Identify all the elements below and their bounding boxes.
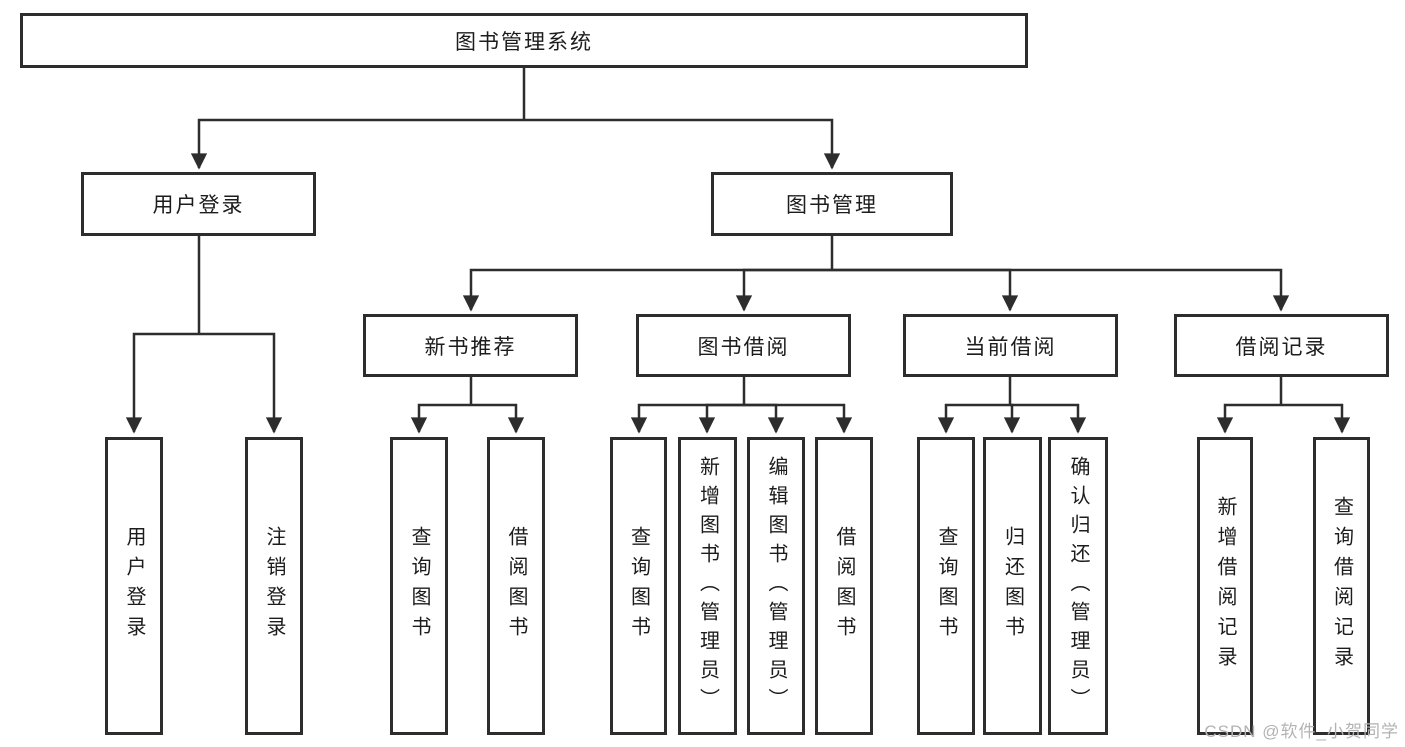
leaf-logout-login: 注销登录 [245, 437, 303, 735]
connector-borrow-records-leaf2 [1281, 403, 1351, 434]
leaf-edit-books-admin-label: 编辑图书（管理员） [765, 455, 787, 717]
leaf-query-books-current: 查询图书 [917, 437, 975, 735]
csdn-watermark: CSDN @软件_小贺同学 [1204, 722, 1399, 741]
node-book-management-label: 图书管理 [786, 194, 878, 217]
leaf-query-books-borrow-label: 查询图书 [627, 526, 650, 646]
connector-book-borrow-leaf4 [744, 403, 853, 434]
node-root: 图书管理系统 [20, 13, 1028, 68]
leaf-add-borrow-record-label: 新增借阅记录 [1214, 496, 1236, 676]
leaf-add-books-admin: 新增图书（管理员） [678, 437, 737, 735]
node-book-borrow-label: 图书借阅 [697, 335, 790, 359]
connector-new-book-leaf2 [471, 403, 525, 434]
connector-to-borrow-records [832, 268, 1290, 312]
node-current-borrow: 当前借阅 [903, 314, 1118, 377]
leaf-return-books: 归还图书 [983, 437, 1042, 735]
connector-new-book-leaf1 [410, 403, 471, 434]
node-user-login: 用户登录 [81, 172, 316, 236]
connector-user-login-to-leaf2 [199, 332, 283, 434]
connector-borrow-records-leaf1 [1216, 403, 1281, 434]
leaf-confirm-return-admin-label: 确认归还（管理员） [1067, 455, 1089, 717]
node-root-label: 图书管理系统 [455, 30, 593, 54]
leaf-return-books-label: 归还图书 [1001, 526, 1024, 646]
connector-to-book-borrow [735, 268, 832, 312]
leaf-user-login-label: 用户登录 [123, 526, 145, 646]
connector-current-borrow-leaf2 [1003, 403, 1021, 434]
leaf-user-login: 用户登录 [105, 437, 163, 735]
node-book-management: 图书管理 [711, 172, 953, 236]
connector-user-login-to-leaf1 [125, 332, 199, 434]
connector-root-to-user-login [190, 118, 524, 170]
leaf-edit-books-admin: 编辑图书（管理员） [747, 437, 805, 735]
connector-book-borrow-leaf2 [698, 403, 744, 434]
leaf-add-borrow-record: 新增借阅记录 [1197, 437, 1253, 735]
node-borrow-records-label: 借阅记录 [1235, 335, 1328, 359]
leaf-borrow-books-label: 借阅图书 [833, 526, 855, 646]
connector-root-to-book-management [524, 118, 841, 170]
leaf-logout-login-label: 注销登录 [263, 526, 285, 646]
leaf-borrow-books: 借阅图书 [815, 437, 873, 735]
node-current-borrow-label: 当前借阅 [964, 335, 1057, 359]
leaf-query-borrow-record-label: 查询借阅记录 [1330, 496, 1353, 676]
connector-to-new-book [462, 268, 832, 312]
connector-book-borrow-leaf1 [630, 403, 744, 434]
leaf-borrow-books-recommend-label: 借阅图书 [505, 526, 527, 646]
node-borrow-records: 借阅记录 [1174, 314, 1389, 377]
leaf-query-books-current-label: 查询图书 [935, 526, 957, 646]
connector-book-borrow-leaf3 [744, 403, 785, 434]
node-book-borrow: 图书借阅 [636, 314, 851, 377]
node-new-book-recommend: 新书推荐 [363, 314, 578, 377]
leaf-query-borrow-record: 查询借阅记录 [1313, 437, 1370, 735]
leaf-borrow-books-recommend: 借阅图书 [487, 437, 545, 735]
leaf-confirm-return-admin: 确认归还（管理员） [1048, 437, 1108, 735]
node-user-login-label: 用户登录 [152, 194, 245, 217]
leaf-query-books-recommend: 查询图书 [390, 437, 448, 735]
leaf-add-books-admin-label: 新增图书（管理员） [696, 455, 719, 717]
connector-current-borrow-leaf3 [1010, 403, 1087, 434]
leaf-query-books-borrow: 查询图书 [610, 437, 667, 735]
leaf-query-books-recommend-label: 查询图书 [408, 526, 430, 646]
connector-current-borrow-leaf1 [937, 403, 1010, 434]
connector-to-current-borrow [832, 268, 1019, 312]
node-new-book-recommend-label: 新书推荐 [424, 335, 517, 359]
